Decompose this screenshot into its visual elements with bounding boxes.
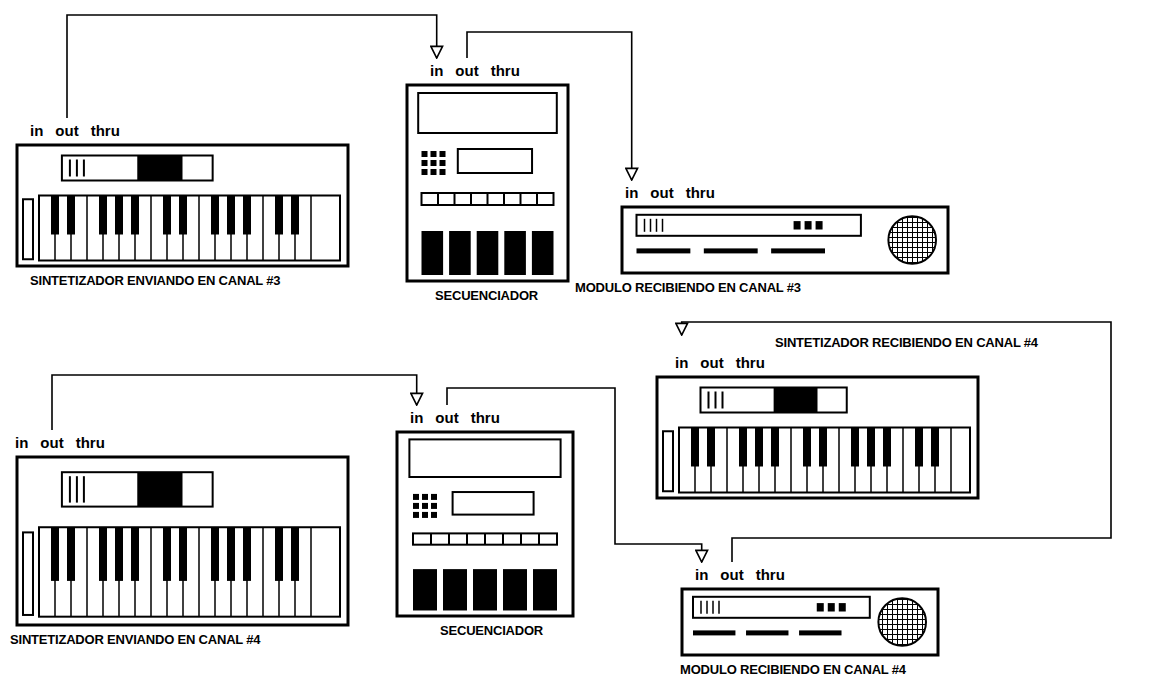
device-caption: SECUENCIADOR <box>435 288 575 303</box>
device-caption: SINTETIZADOR ENVIANDO EN CANAL #3 <box>30 273 360 288</box>
port-label: out <box>720 566 743 583</box>
sequencer: inoutthruSECUENCIADOR <box>395 405 580 638</box>
keyboard-drawing <box>15 143 350 268</box>
synthesizer: SINTETIZADOR RECIBIENDO EN CANAL #4 inout… <box>655 335 1095 500</box>
device-caption: SECUENCIADOR <box>440 623 580 638</box>
port-label: out <box>700 354 723 371</box>
sound-module: inoutthruMODULO RECIBIENDO EN CANAL #3 <box>575 180 955 295</box>
port-label: thru <box>736 354 765 371</box>
port-label: thru <box>76 434 105 451</box>
device-caption: SINTETIZADOR ENVIANDO EN CANAL #4 <box>10 632 355 647</box>
port-label: out <box>40 434 63 451</box>
port-label: thru <box>756 566 785 583</box>
module-drawing <box>680 587 940 657</box>
device-caption: MODULO RECIBIENDO EN CANAL #4 <box>680 662 950 677</box>
sequencer-drawing <box>395 430 575 618</box>
sequencer-drawing <box>405 83 570 283</box>
synthesizer: inoutthruSINTETIZADOR ENVIANDO EN CANAL … <box>10 430 355 647</box>
sound-module: inoutthruMODULO RECIBIENDO EN CANAL #4 <box>680 562 950 677</box>
port-label: in <box>430 62 443 79</box>
module-drawing <box>620 205 950 275</box>
port-label: thru <box>91 122 120 139</box>
port-label: thru <box>686 184 715 201</box>
port-label: out <box>435 409 458 426</box>
port-label: out <box>55 122 78 139</box>
midi-cable <box>67 15 437 118</box>
port-label: in <box>675 354 688 371</box>
port-label: thru <box>471 409 500 426</box>
port-label: in <box>15 434 28 451</box>
sequencer: inoutthruSECUENCIADOR <box>405 58 575 303</box>
port-label: in <box>30 122 43 139</box>
port-label: thru <box>491 62 520 79</box>
midi-cable <box>52 375 417 430</box>
port-label: out <box>650 184 673 201</box>
port-label: out <box>455 62 478 79</box>
device-caption: MODULO RECIBIENDO EN CANAL #3 <box>575 280 955 295</box>
port-label: in <box>410 409 423 426</box>
keyboard-drawing <box>655 375 980 500</box>
device-caption: SINTETIZADOR RECIBIENDO EN CANAL #4 <box>775 335 1095 350</box>
keyboard-drawing <box>15 455 350 627</box>
port-label: in <box>625 184 638 201</box>
synthesizer: inoutthruSINTETIZADOR ENVIANDO EN CANAL … <box>15 118 360 288</box>
port-label: in <box>695 566 708 583</box>
